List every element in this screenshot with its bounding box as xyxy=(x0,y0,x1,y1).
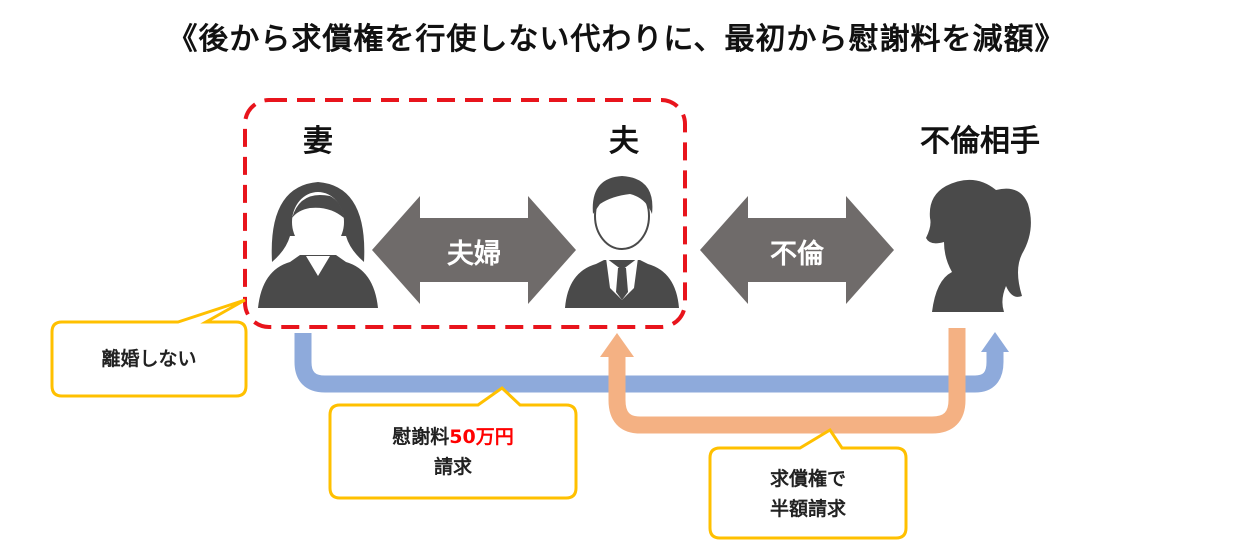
couple-double-arrow xyxy=(372,196,576,304)
reimbursement-text-line1: 求償権で xyxy=(769,468,846,490)
claim-text-line1: 慰謝料50万円 xyxy=(330,422,576,452)
couple-group-box xyxy=(243,98,687,329)
reimbursement-text: 求償権で 半額請求 xyxy=(710,464,906,524)
husband-label: 夫 xyxy=(609,124,639,159)
affair-partner-label: 不倫相手 xyxy=(920,124,1040,159)
claim-text: 慰謝料50万円 請求 xyxy=(330,422,576,482)
claim-flow-arrowhead xyxy=(981,332,1009,352)
no-divorce-text: 離婚しない xyxy=(101,348,197,370)
claim-prefix: 慰謝料 xyxy=(392,426,450,448)
claim-flow-arrow xyxy=(294,333,1004,393)
reimbursement-flow-arrow xyxy=(608,328,966,434)
page-title: 《後から求償権を行使しない代わりに、最初から慰謝料を減額》 xyxy=(167,22,1066,57)
reimbursement-text-line2: 半額請求 xyxy=(769,498,846,520)
claim-text-line2: 請求 xyxy=(433,456,472,478)
husband-icon xyxy=(565,176,679,308)
couple-arrow-label: 夫婦 xyxy=(447,239,501,270)
affair-double-arrow xyxy=(700,196,894,304)
reimbursement-callout-bubble xyxy=(708,427,908,540)
reimbursement-flow-arrowhead xyxy=(600,333,634,357)
affair-arrow-label: 不倫 xyxy=(770,239,824,270)
wife-label: 妻 xyxy=(303,124,333,159)
affair-partner-icon xyxy=(926,179,1031,312)
wife-icon xyxy=(258,182,378,308)
no-divorce-callout-bubble xyxy=(50,298,248,398)
claim-amount: 50万円 xyxy=(449,426,514,448)
claim-callout-bubble xyxy=(328,386,578,500)
